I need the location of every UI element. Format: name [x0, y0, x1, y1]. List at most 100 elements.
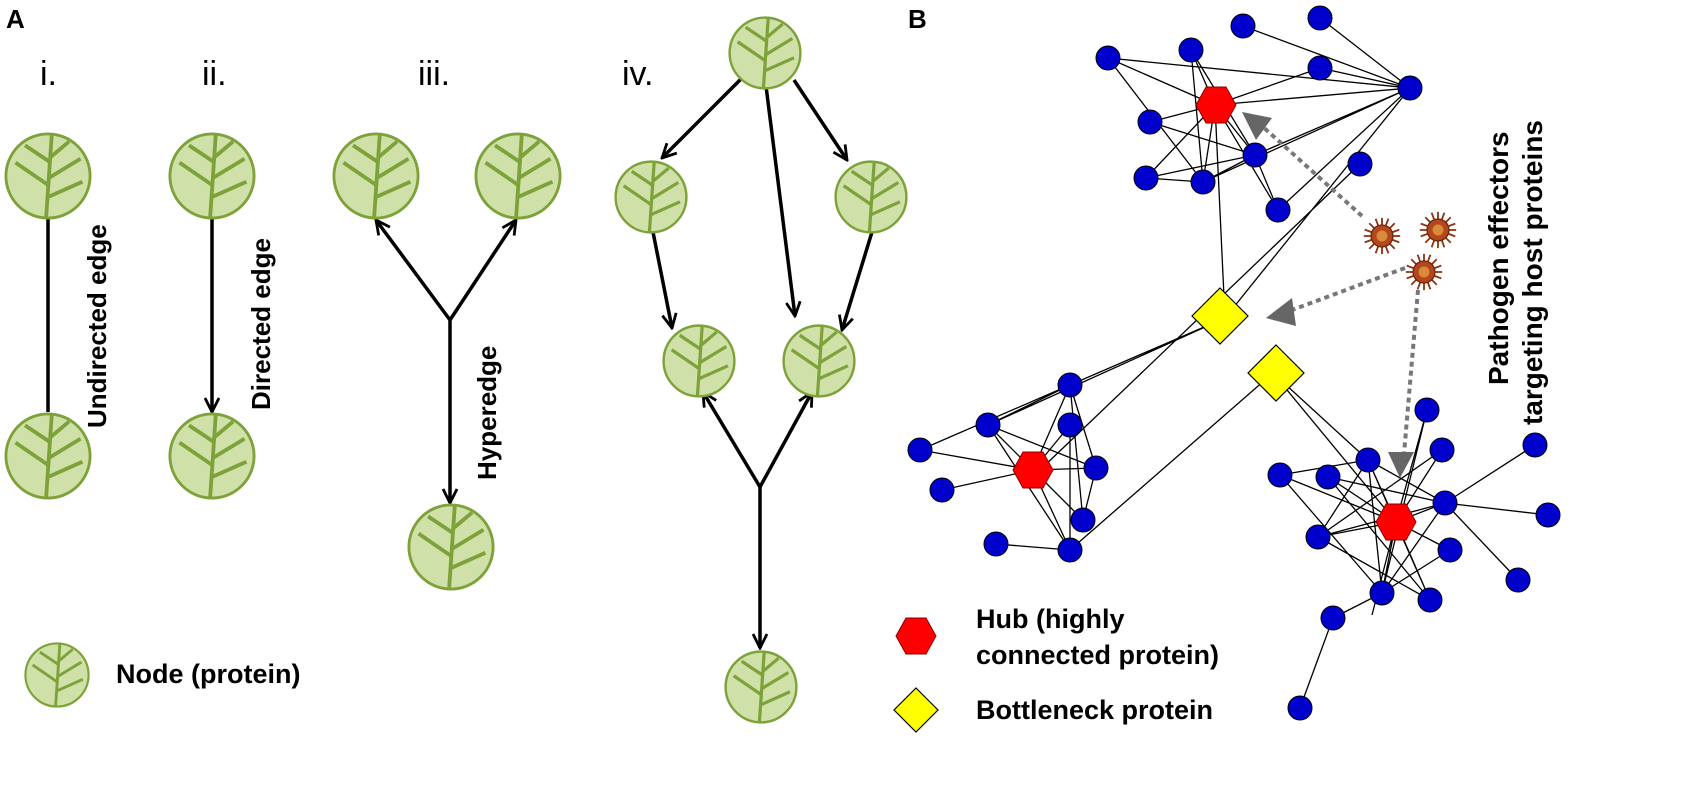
protein-node: [907, 437, 933, 463]
protein-node: [1307, 5, 1333, 31]
spiky-pathogen-icon: [1404, 252, 1444, 292]
leaf-icon: [614, 160, 688, 234]
protein-node: [1320, 605, 1346, 631]
protein-node: [975, 412, 1001, 438]
directed-edge: [662, 76, 744, 158]
hub-hexagon-icon: [1195, 86, 1237, 124]
effector-label-line2: targeting host proteins: [1517, 120, 1548, 425]
protein-nodes: [907, 5, 1561, 721]
protein-node: [1414, 397, 1440, 423]
leaf-icon: [168, 412, 256, 500]
protein-node: [1369, 580, 1395, 606]
protein-node: [1230, 13, 1256, 39]
leaf-icon: [834, 160, 908, 234]
directed-edge: [764, 85, 795, 316]
undirected-edge-label: Undirected edge: [82, 224, 112, 428]
network-edge: [1039, 17, 1411, 471]
protein-node: [1137, 109, 1163, 135]
hyperedge-branch: [448, 220, 516, 321]
protein-node: [1190, 169, 1216, 195]
protein-node: [983, 531, 1009, 557]
protein-node: [1267, 462, 1293, 488]
leaf-icon: [662, 324, 736, 398]
undirected-edge-example: [4, 132, 92, 500]
protein-node: [1347, 151, 1373, 177]
directed-edge: [792, 79, 847, 160]
protein-node: [929, 477, 955, 503]
legend-node-label: Node (protein): [116, 659, 300, 689]
directed-edge-example: [168, 132, 256, 500]
effector-target-arrows: [1242, 112, 1420, 478]
protein-node: [1535, 502, 1561, 528]
leaf-icon: [407, 503, 495, 591]
hyperedge-example: [332, 132, 562, 591]
leaf-icon: [782, 324, 856, 398]
leaf-icon: [4, 132, 92, 220]
protein-node: [1083, 455, 1109, 481]
subpanel-i-label: i.: [40, 55, 57, 93]
panel-a-label: A: [6, 4, 25, 34]
legend-hub-line2: connected protein): [976, 640, 1219, 670]
protein-node: [1057, 537, 1083, 563]
protein-node: [1315, 464, 1341, 490]
subpanel-iii-label: iii.: [418, 55, 450, 93]
leaf-icon: [724, 650, 798, 724]
protein-node: [1437, 537, 1463, 563]
bottleneck-diamond-icon: [1247, 344, 1305, 402]
legend-hub-line1: Hub (highly: [976, 604, 1124, 634]
protein-node: [1305, 524, 1331, 550]
dashed-arrow: [1260, 124, 1364, 218]
leaf-icon: [4, 412, 92, 500]
protein-node: [1070, 507, 1096, 533]
hub-hexagon-icon: [1375, 503, 1417, 541]
arrowhead-icon: [1266, 298, 1296, 326]
protein-node: [1432, 490, 1458, 516]
hyperedge-branch: [703, 392, 762, 488]
panel-b-label: B: [908, 4, 927, 34]
spiky-pathogen-icon: [1362, 216, 1402, 256]
arrowhead-icon: [1242, 112, 1272, 140]
arrowhead-icon: [1388, 452, 1414, 478]
network-edge: [919, 317, 1274, 551]
spiky-pathogen-icon: [1418, 210, 1458, 250]
legend-hub-hexagon-icon: [895, 617, 937, 655]
subpanel-ii-label: ii.: [202, 55, 227, 93]
protein-node: [1355, 447, 1381, 473]
bottleneck-diamond-icon: [1191, 287, 1249, 345]
hub-hexagon-icon: [1012, 451, 1054, 489]
hyperedge-branch: [758, 392, 814, 488]
directed-edge-label: Directed edge: [246, 238, 276, 410]
legend-bottleneck-diamond-icon: [893, 687, 939, 733]
effector-label-line1: Pathogen effectors: [1483, 131, 1514, 385]
dashed-arrow: [1291, 266, 1406, 312]
protein-node: [1242, 142, 1268, 168]
legend-bottleneck-label: Bottleneck protein: [976, 695, 1213, 725]
leaf-icon: [728, 16, 802, 90]
protein-node: [1307, 55, 1333, 81]
protein-node: [1057, 372, 1083, 398]
directed-edge: [651, 231, 672, 328]
network-edge: [1272, 372, 1549, 709]
protein-node: [1265, 197, 1291, 223]
hyperedge-branch: [376, 220, 452, 322]
leaf-icon: [332, 132, 420, 220]
protein-node: [1178, 37, 1204, 63]
combined-network-example: [614, 16, 908, 724]
protein-node: [1429, 437, 1455, 463]
leaf-icon: [474, 132, 562, 220]
protein-node: [1095, 45, 1121, 71]
hyperedge-label: Hyperedge: [472, 346, 502, 480]
protein-node: [1287, 695, 1313, 721]
protein-node: [1397, 75, 1423, 101]
protein-node: [1417, 587, 1443, 613]
protein-node: [1522, 432, 1548, 458]
subpanel-iv-label: iv.: [622, 55, 653, 93]
directed-edge: [842, 231, 874, 330]
protein-node: [1133, 165, 1159, 191]
legend-leaf-icon: [24, 642, 90, 708]
leaf-icon: [168, 132, 256, 220]
dashed-arrow: [1402, 289, 1420, 455]
protein-node: [1505, 567, 1531, 593]
protein-node: [1057, 412, 1083, 438]
